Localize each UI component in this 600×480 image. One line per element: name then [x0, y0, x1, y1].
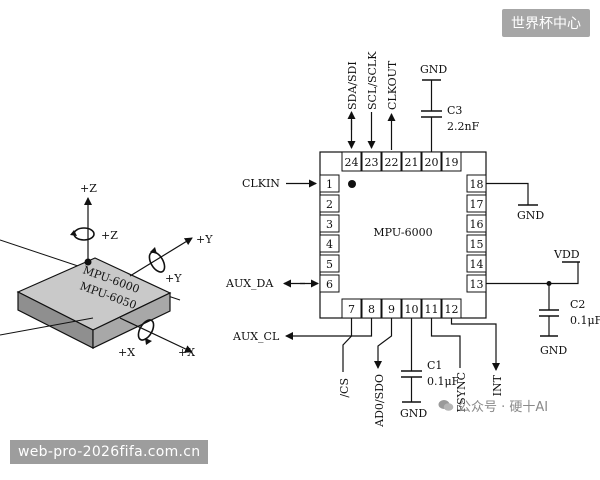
wechat-icon — [438, 399, 454, 412]
schematic: MPU-6000 24 23 22 21 20 19 1 2 3 4 5 6 7… — [225, 51, 600, 428]
z-rotation-label: +Z — [101, 229, 118, 242]
z-axis-label: +Z — [80, 182, 97, 195]
pin-12: 12 — [445, 303, 459, 316]
pin-21: 21 — [405, 156, 419, 169]
fsync-net: FSYNC — [430, 318, 468, 412]
sda-label: SDA/SDI — [346, 61, 359, 110]
pin-4: 4 — [326, 238, 333, 251]
pin-2: 2 — [326, 198, 333, 211]
gnd-c2-label: GND — [540, 344, 567, 357]
aux-da-net: AUX_DA — [225, 277, 319, 290]
pin-17: 17 — [470, 198, 484, 211]
c2-value: 0.1μF — [570, 314, 600, 327]
pin-19: 19 — [445, 156, 459, 169]
c2-name: C2 — [570, 298, 585, 311]
cs-net: /CS — [338, 318, 353, 398]
pin-23: 23 — [365, 156, 379, 169]
aux-cl-net: AUX_CL — [232, 318, 373, 343]
bottom-pins: 7 8 9 10 11 12 — [341, 298, 462, 319]
package-right-face — [92, 292, 171, 349]
gnd-pin18-net: GND — [486, 182, 544, 222]
right-pins: 18 17 16 15 14 13 — [466, 174, 487, 293]
pin-8: 8 — [368, 303, 375, 316]
int-net: INT — [450, 318, 504, 396]
capacitor-c3: GND C3 2.2nF — [420, 63, 480, 152]
pin-6: 6 — [326, 278, 333, 291]
int-label: INT — [491, 374, 504, 396]
gnd-pin18-label: GND — [517, 209, 544, 222]
vdd-net: VDD — [486, 248, 580, 286]
scl-net: SCL/SCLK — [366, 51, 379, 149]
top-pins: 24 23 22 21 20 19 — [341, 151, 462, 172]
pin-5: 5 — [326, 258, 333, 271]
pin-9: 9 — [388, 303, 395, 316]
pin-18: 18 — [470, 178, 484, 191]
pin-24: 24 — [345, 156, 359, 169]
c3-name: C3 — [447, 104, 462, 117]
gnd-c1-label: GND — [400, 407, 427, 420]
watermark-bottom: web-pro-2026fifa.com.cn — [10, 440, 209, 464]
pin-13: 13 — [470, 278, 484, 291]
package-illustration: MPU-6000 MPU-6050 +Z +Z +Y +Y +X +X — [0, 182, 213, 359]
pin-20: 20 — [425, 156, 439, 169]
clkin-label: CLKIN — [242, 177, 280, 190]
chip-pin1-dot — [348, 180, 356, 188]
sda-net: SDA/SDI — [346, 61, 359, 149]
left-pins: 1 2 3 4 5 6 — [319, 174, 340, 293]
capacitor-c1: GND C1 0.1μF — [400, 318, 460, 420]
x-axis-arrow — [119, 317, 193, 353]
clkout-net: CLKOUT — [386, 60, 399, 150]
vdd-label: VDD — [553, 248, 580, 261]
pin-22: 22 — [385, 156, 399, 169]
cs-label: /CS — [338, 378, 351, 398]
y-rotation-icon — [148, 247, 166, 273]
wechat-credit: 公众号 · 硬十AI — [438, 396, 548, 415]
x-axis-label: +X — [178, 346, 195, 359]
pin-7: 7 — [348, 303, 355, 316]
ad0-net: AD0/SDO — [373, 318, 393, 428]
y-rotation-label: +Y — [165, 272, 182, 285]
clkout-label: CLKOUT — [386, 60, 399, 110]
clkin-net: CLKIN — [242, 177, 317, 190]
fsync-label: FSYNC — [455, 372, 468, 412]
aux-cl-label: AUX_CL — [232, 330, 280, 343]
y-axis-label: +Y — [196, 233, 213, 246]
wechat-credit-text: 公众号 · 硬十AI — [458, 400, 549, 415]
scl-label: SCL/SCLK — [366, 51, 379, 110]
x-rotation-label: +X — [118, 346, 135, 359]
z-rotation-icon — [70, 227, 95, 241]
pin-14: 14 — [470, 258, 484, 271]
c1-name: C1 — [427, 359, 442, 372]
capacitor-c2: GND C2 0.1μF — [539, 283, 600, 357]
gnd-c3-label: GND — [420, 63, 447, 76]
chip-body — [319, 151, 487, 319]
aux-da-label: AUX_DA — [225, 277, 274, 290]
ad0-label: AD0/SDO — [373, 374, 386, 428]
pin-1: 1 — [326, 178, 333, 191]
pin-11: 11 — [425, 303, 439, 316]
pin-16: 16 — [470, 218, 484, 231]
x-rotation-icon — [137, 319, 155, 345]
pin-3: 3 — [326, 218, 333, 231]
c3-value: 2.2nF — [447, 120, 480, 133]
chip-label: MPU-6000 — [373, 226, 432, 239]
c1-value: 0.1μF — [427, 375, 460, 388]
watermark-top: 世界杯中心 — [502, 9, 590, 37]
pin-10: 10 — [405, 303, 419, 316]
pin-15: 15 — [470, 238, 484, 251]
